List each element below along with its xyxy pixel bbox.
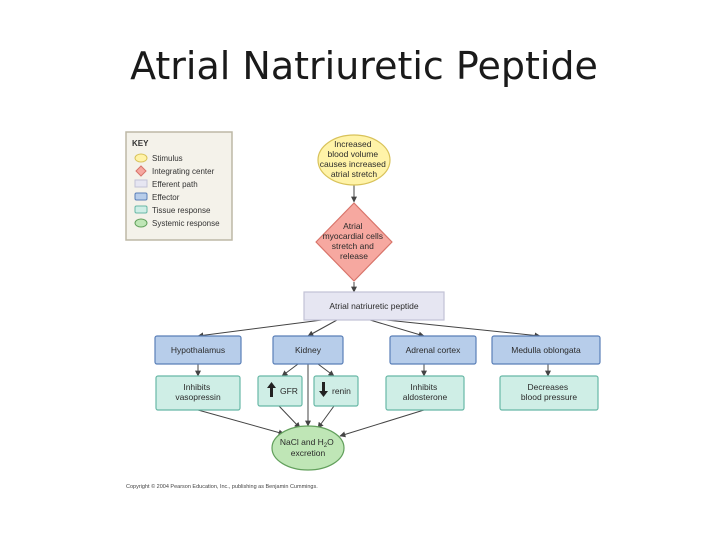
arrow-renin-to-excretion [317, 405, 335, 429]
response-bp-shape [499, 375, 599, 411]
stimulus-line-3: causes increased [320, 159, 386, 169]
integrating-line-3: stretch and [332, 241, 374, 251]
efferent-shape [303, 291, 445, 321]
effector-kidney-shape [272, 335, 344, 365]
effector-hypothalamus-label: Hypothalamus [171, 345, 225, 355]
effector-medulla-oblongata: Medulla oblongata [491, 335, 601, 365]
response-aldosterone-shape [385, 375, 465, 411]
arrow-anp-to-hypothalamus [197, 319, 323, 339]
response-blood-pressure: Decreases blood pressure [499, 375, 599, 411]
effector-adrenal-label: Adrenal cortex [406, 345, 462, 355]
systemic-o: O [327, 437, 334, 447]
response-aldosterone-text: Inhibits aldosterone [403, 382, 448, 402]
response-vasopressin-text: Inhibits vasopressin [175, 382, 221, 402]
arrow-anp-to-kidney [307, 319, 338, 337]
key-effector-swatch [134, 192, 148, 201]
response-renin-label: renin [332, 386, 351, 396]
systemic-line-2: excretion [291, 448, 326, 458]
key-tissue-swatch [134, 205, 148, 214]
effector-medulla-shape [491, 335, 601, 365]
connectors [195, 185, 551, 438]
integrating-line-4: release [340, 251, 368, 261]
key-heading: KEY [132, 139, 149, 148]
stimulus-line-4: atrial stretch [331, 169, 378, 179]
arrow-vasopressin-to-excretion [197, 409, 285, 436]
response-bp-text: Decreases blood pressure [521, 382, 578, 402]
response-gfr-shape [257, 375, 303, 407]
key-item-tissue-response: Tissue response [152, 206, 211, 215]
stimulus-text: Increased blood volume causes increased … [320, 139, 389, 179]
stimulus-shape [317, 134, 391, 186]
response-aldosterone-line-2: aldosterone [403, 392, 448, 402]
response-bp-line-1: Decreases [527, 382, 568, 392]
effector-kidney-label: Kidney [295, 345, 322, 355]
arrow-anp-to-adrenal [369, 319, 425, 338]
arrow-anp-to-medulla [385, 319, 541, 339]
systemic-line-1: NaCl and H2O [280, 437, 334, 449]
copyright-text: Copyright © 2004 Pearson Education, Inc.… [126, 483, 318, 490]
arrow-kidney-to-renin [317, 363, 335, 377]
response-vasopressin-line-1: Inhibits [183, 382, 210, 392]
down-arrow-icon [319, 382, 328, 397]
key-systemic-swatch [134, 218, 148, 228]
effector-kidney: Kidney [272, 335, 344, 365]
effector-adrenal-shape [389, 335, 477, 365]
response-gfr-label: GFR [280, 386, 298, 396]
effector-hypothalamus-shape [154, 335, 242, 365]
response-aldosterone: Inhibits aldosterone [385, 375, 465, 411]
response-gfr: GFR [257, 375, 303, 407]
arrow-gfr-to-excretion [278, 405, 301, 429]
key-integrating-swatch [135, 165, 147, 177]
key-item-integrating-center: Integrating center [152, 167, 215, 176]
systemic-subscript: 2 [324, 443, 328, 449]
response-renin: renin [313, 375, 359, 407]
efferent-node: Atrial natriuretic peptide [303, 291, 445, 321]
effector-adrenal-cortex: Adrenal cortex [389, 335, 477, 365]
integrating-center-text: Atrial myocardial cells stretch and rele… [323, 221, 386, 261]
stimulus-node: Increased blood volume causes increased … [317, 134, 391, 186]
flowchart-svg: KEY Stimulus Integrating center Efferent… [125, 131, 601, 490]
key-item-efferent-path: Efferent path [152, 180, 198, 189]
key-item-stimulus: Stimulus [152, 154, 183, 163]
effector-medulla-label: Medulla oblongata [511, 345, 581, 355]
systemic-response-shape [271, 425, 345, 471]
integrating-center-shape [315, 202, 393, 282]
flowchart-figure: KEY Stimulus Integrating center Efferent… [122, 124, 610, 494]
systemic-response-text: NaCl and H2O excretion [280, 437, 336, 458]
response-bp-line-2: blood pressure [521, 392, 578, 402]
stimulus-line-2: blood volume [328, 149, 379, 159]
systemic-nacl: NaCl and H [280, 437, 324, 447]
arrow-kidney-to-gfr [281, 363, 299, 377]
efferent-label: Atrial natriuretic peptide [329, 301, 419, 311]
response-vasopressin-line-2: vasopressin [175, 392, 221, 402]
arrow-aldosterone-to-excretion [339, 409, 425, 438]
response-aldosterone-line-1: Inhibits [410, 382, 437, 392]
key-item-systemic-response: Systemic response [152, 219, 220, 228]
key-stimulus-swatch [134, 153, 148, 163]
key-item-effector: Effector [152, 193, 180, 202]
up-arrow-icon [267, 382, 276, 397]
integrating-center-node: Atrial myocardial cells stretch and rele… [315, 202, 393, 282]
stimulus-line-1: Increased [334, 139, 372, 149]
systemic-response-node: NaCl and H2O excretion [271, 425, 345, 471]
integrating-line-1: Atrial [343, 221, 362, 231]
slide-title: Atrial Natriuretic Peptide [130, 44, 598, 88]
response-vasopressin: Inhibits vasopressin [155, 375, 241, 411]
effector-hypothalamus: Hypothalamus [154, 335, 242, 365]
key-efferent-swatch [134, 179, 148, 188]
key-legend: KEY Stimulus Integrating center Efferent… [125, 131, 233, 241]
integrating-line-2: myocardial cells [323, 231, 383, 241]
response-vasopressin-shape [155, 375, 241, 411]
